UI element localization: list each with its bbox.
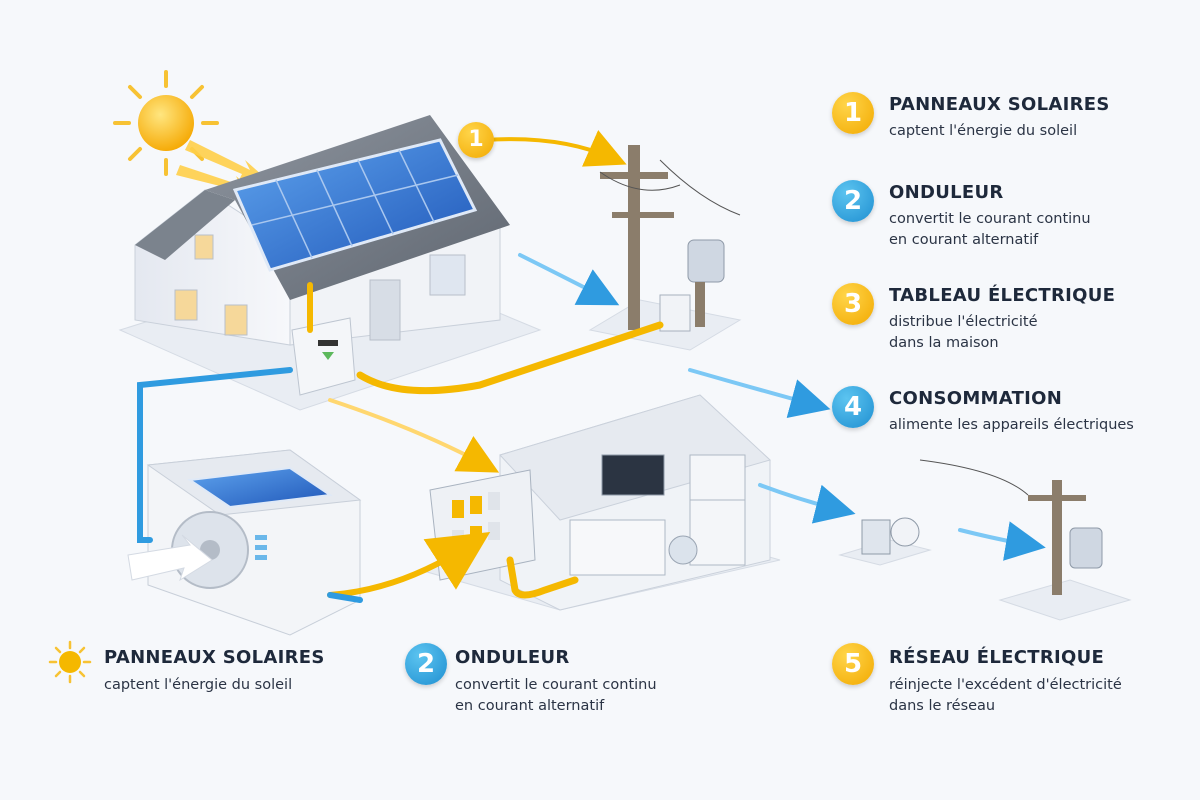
dc-power-flow	[307, 282, 664, 599]
utility-pole	[599, 145, 741, 332]
electric-meter	[861, 517, 920, 555]
outdoor-unit	[127, 449, 362, 636]
sun-icon	[48, 640, 92, 684]
step-badge: 4	[832, 386, 874, 428]
step-badge: 2	[405, 643, 447, 685]
appliances	[569, 454, 746, 576]
legend-description: alimente les appareils électriques	[889, 417, 1134, 433]
legend-description: réinjecte l'excédent d'électricité dans …	[889, 677, 1122, 714]
grid-pole	[919, 459, 1103, 595]
legend-title: ONDULEUR	[889, 182, 1004, 203]
legend-description: convertit le courant continu en courant …	[455, 677, 657, 714]
ac-power-flow	[137, 367, 363, 603]
legend-description: convertit le courant continu en courant …	[889, 211, 1091, 248]
flow-arrows	[328, 130, 1046, 561]
legend-title: RÉSEAU ÉLECTRIQUE	[889, 647, 1105, 668]
electrical-panel	[429, 469, 536, 581]
legend-title: ONDULEUR	[455, 647, 570, 668]
flow-step-badge: 1	[458, 122, 494, 158]
step-badge: 5	[832, 643, 874, 685]
legend-description: captent l'énergie du soleil	[889, 123, 1078, 139]
legend-description: captent l'énergie du soleil	[104, 677, 293, 693]
television	[601, 454, 665, 496]
step-badge: 1	[832, 92, 874, 134]
legend-title: CONSOMMATION	[889, 388, 1063, 409]
inverter-box	[291, 317, 356, 396]
legend-title: PANNEAUX SOLAIRES	[889, 94, 1110, 115]
sun-icon	[113, 70, 219, 176]
step-badge: 3	[832, 283, 874, 325]
legend-title: TABLEAU ÉLECTRIQUE	[889, 285, 1116, 306]
legend-title: PANNEAUX SOLAIRES	[104, 647, 325, 668]
legend-description: distribue l'électricité dans la maison	[889, 314, 1038, 351]
roof-solar-panels	[232, 138, 478, 272]
step-badge: 2	[832, 180, 874, 222]
